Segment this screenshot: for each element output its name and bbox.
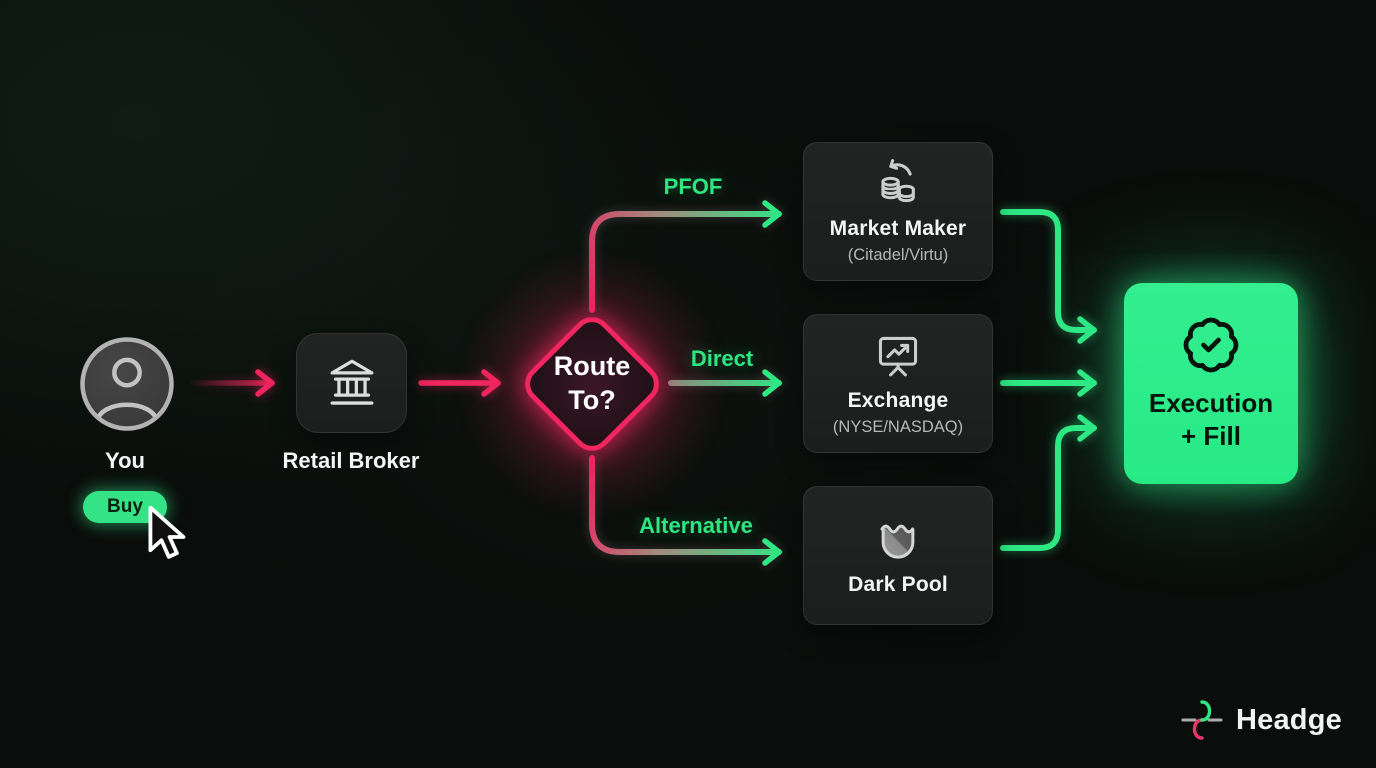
dark-pool-title: Dark Pool	[848, 573, 948, 597]
exchange-title: Exchange	[847, 389, 949, 412]
coins-refresh-icon	[881, 159, 915, 203]
retail-broker-node	[296, 333, 407, 433]
edge-darkpool-to-execution	[1000, 414, 1097, 551]
brand-name: Headge	[1236, 703, 1342, 736]
presentation-chart-icon	[878, 336, 918, 377]
badge-check-icon	[1183, 317, 1239, 373]
route-decision-label: Route To?	[507, 299, 677, 469]
execution-node: Execution + Fill	[1124, 283, 1298, 484]
execution-line1: Execution	[1148, 388, 1274, 418]
sine-wave-logo-icon	[1181, 700, 1223, 740]
alternative-branch-label: Alternative	[639, 513, 753, 538]
pool-icon	[880, 525, 915, 559]
edge-marketmaker-to-execution	[1000, 209, 1097, 344]
route-decision-diamond	[525, 317, 659, 451]
direct-branch-label: Direct	[690, 346, 754, 371]
brand-lockup: Headge	[1178, 694, 1342, 746]
market-maker-subtitle: (Citadel/Virtu)	[847, 246, 949, 265]
exchange-node: Exchange (NYSE/NASDAQ)	[803, 314, 993, 453]
user-icon	[80, 337, 174, 431]
edge-alternative	[589, 455, 782, 566]
exchange-subtitle: (NYSE/NASDAQ)	[832, 418, 964, 437]
edge-pfof	[589, 200, 782, 313]
route-decision-line2: To?	[568, 385, 616, 415]
market-maker-node: Market Maker (Citadel/Virtu)	[803, 142, 993, 281]
you-node	[78, 335, 176, 433]
you-label: You	[105, 448, 145, 473]
retail-broker-label: Retail Broker	[282, 448, 420, 473]
dark-pool-node: Dark Pool	[803, 486, 993, 625]
cursor-icon	[148, 506, 186, 559]
bank-icon	[330, 359, 373, 405]
market-maker-title: Market Maker	[829, 217, 967, 240]
route-decision-line1: Route	[553, 351, 631, 382]
pfof-branch-label: PFOF	[663, 174, 723, 199]
execution-line2: + Fill	[1181, 420, 1241, 451]
